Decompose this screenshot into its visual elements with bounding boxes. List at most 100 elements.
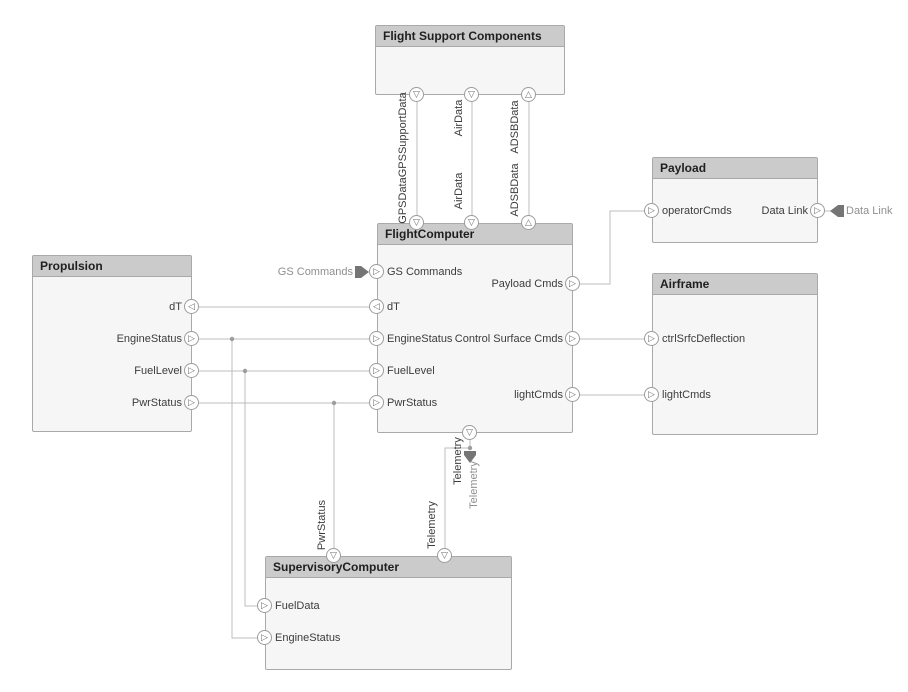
triangle-right-icon: ▷: [188, 365, 195, 375]
external-output-arrow-icon[interactable]: [830, 205, 844, 217]
port-fc-dt[interactable]: ◁: [369, 299, 384, 314]
port-propulsion-dt[interactable]: ◁: [184, 299, 199, 314]
triangle-up-icon: △: [525, 217, 532, 227]
port-sc-fueldata[interactable]: ▷: [257, 598, 272, 613]
triangle-right-icon: ▷: [373, 397, 380, 407]
port-fc-enginestatus[interactable]: ▷: [369, 331, 384, 346]
port-label-lightcmds: lightCmds: [514, 389, 563, 401]
wire-junction-dot: [242, 368, 248, 374]
port-propulsion-enginestatus[interactable]: ▷: [184, 331, 199, 346]
port-label-prop-enginestatus: EngineStatus: [116, 333, 182, 345]
triangle-right-icon: ▷: [373, 333, 380, 343]
port-label-airframe-lightcmds: lightCmds: [662, 389, 711, 401]
block-header: Flight Support Components: [376, 26, 564, 47]
port-label-prop-fuellevel: FuelLevel: [134, 365, 182, 377]
port-fc-fuellevel[interactable]: ▷: [369, 363, 384, 378]
block-airframe[interactable]: Airframe: [652, 273, 818, 435]
port-sc-enginestatus[interactable]: ▷: [257, 630, 272, 645]
port-fsc-adsbdata[interactable]: △: [521, 87, 536, 102]
port-label-fuellevel: FuelLevel: [387, 365, 435, 377]
block-title: Payload: [660, 161, 707, 175]
port-label-fc-telemetry: Telemetry: [452, 437, 464, 485]
block-flight-support-components[interactable]: Flight Support Components: [375, 25, 565, 95]
port-airframe-ctrlsrfcdeflection[interactable]: ▷: [644, 331, 659, 346]
port-label-enginestatus: EngineStatus: [387, 333, 453, 345]
block-header: Payload: [653, 158, 817, 179]
port-sc-pwrstatus[interactable]: ▽: [326, 548, 341, 563]
port-label-dt: dT: [387, 301, 400, 313]
wire-enginestatus-branch[interactable]: [231, 339, 265, 639]
port-fc-adsbdata[interactable]: △: [521, 215, 536, 230]
block-payload[interactable]: Payload: [652, 157, 818, 243]
wire-junction-dot: [331, 400, 337, 406]
port-propulsion-pwrstatus[interactable]: ▷: [184, 395, 199, 410]
port-label-pwrstatus: PwrStatus: [387, 397, 438, 409]
external-telemetry-arrow-icon[interactable]: [464, 451, 476, 463]
external-port-label-data-link: Data Link: [846, 205, 893, 217]
wire-label-adsbdata-bottom: ADSBData: [509, 163, 521, 217]
triangle-left-icon: ◁: [188, 301, 195, 311]
port-fc-gpsdata[interactable]: ▽: [409, 215, 424, 230]
triangle-right-icon: ▷: [648, 205, 655, 215]
port-label-operatorcmds: operatorCmds: [662, 205, 732, 217]
triangle-right-icon: ▷: [373, 365, 380, 375]
port-label-sc-telemetry: Telemetry: [426, 501, 438, 549]
port-label-ctrlsrfcdeflection: ctrlSrfcDeflection: [662, 333, 746, 345]
wire-label-gpsdata-gpssupportdata: GPSDataGPSSupportData: [397, 92, 409, 224]
triangle-down-icon: ▽: [330, 550, 337, 560]
block-header: Propulsion: [33, 256, 191, 277]
external-port-label-telemetry: Telemetry: [468, 461, 480, 509]
triangle-right-icon: ▷: [261, 600, 268, 610]
port-sc-telemetry[interactable]: ▽: [437, 548, 452, 563]
port-fsc-airdata[interactable]: ▽: [464, 87, 479, 102]
block-header: FlightComputer: [378, 224, 572, 245]
wire-payload-cmds[interactable]: [573, 210, 652, 285]
block-title: Airframe: [660, 277, 710, 291]
wire-junction-dot: [467, 445, 473, 451]
external-port-label-gs-commands: GS Commands: [277, 266, 353, 278]
port-payload-operatorcmds[interactable]: ▷: [644, 203, 659, 218]
port-fc-airdata[interactable]: ▽: [464, 215, 479, 230]
triangle-down-icon: ▽: [468, 217, 475, 227]
wire-label-adsbdata-top: ADSBData: [509, 100, 521, 154]
port-fc-pwrstatus[interactable]: ▷: [369, 395, 384, 410]
wire-telemetry-branch[interactable]: [444, 447, 470, 556]
wire-label-airdata-top: AirData: [453, 99, 465, 137]
triangle-right-icon: ▷: [648, 333, 655, 343]
port-label-payload-cmds: Payload Cmds: [491, 278, 563, 290]
port-fsc-gpssupportdata[interactable]: ▽: [409, 87, 424, 102]
block-header: SupervisoryComputer: [266, 557, 511, 578]
triangle-down-icon: ▽: [413, 89, 420, 99]
triangle-right-icon: ▷: [373, 266, 380, 276]
port-label-data-link: Data Link: [761, 205, 808, 217]
block-propulsion[interactable]: Propulsion: [32, 255, 192, 432]
block-title: FlightComputer: [385, 227, 475, 241]
triangle-down-icon: ▽: [466, 427, 473, 437]
wire-fueldata-branch[interactable]: [244, 371, 265, 607]
port-label-prop-pwrstatus: PwrStatus: [131, 397, 182, 409]
port-propulsion-fuellevel[interactable]: ▷: [184, 363, 199, 378]
port-label-prop-dt: dT: [169, 301, 182, 313]
port-label-control-surface-cmds: Control Surface Cmds: [454, 333, 563, 345]
port-label-gs-commands: GS Commands: [387, 266, 463, 278]
block-title: Propulsion: [40, 259, 103, 273]
port-fc-gs-commands[interactable]: ▷: [369, 264, 384, 279]
port-fc-telemetry[interactable]: ▽: [462, 425, 477, 440]
port-fc-payload-cmds[interactable]: ▷: [565, 276, 580, 291]
triangle-right-icon: ▷: [648, 389, 655, 399]
port-payload-data-link[interactable]: ▷: [810, 203, 825, 218]
external-input-arrow-icon[interactable]: [355, 266, 369, 278]
port-fc-control-surface-cmds[interactable]: ▷: [565, 331, 580, 346]
port-fc-lightcmds[interactable]: ▷: [565, 387, 580, 402]
wire-label-airdata-bottom: AirData: [453, 172, 465, 210]
triangle-down-icon: ▽: [468, 89, 475, 99]
block-header: Airframe: [653, 274, 817, 295]
triangle-down-icon: ▽: [441, 550, 448, 560]
triangle-up-icon: △: [525, 89, 532, 99]
triangle-right-icon: ▷: [188, 333, 195, 343]
port-label-sc-pwrstatus: PwrStatus: [316, 499, 328, 551]
port-airframe-lightcmds[interactable]: ▷: [644, 387, 659, 402]
triangle-down-icon: ▽: [413, 217, 420, 227]
block-supervisory-computer[interactable]: SupervisoryComputer: [265, 556, 512, 670]
